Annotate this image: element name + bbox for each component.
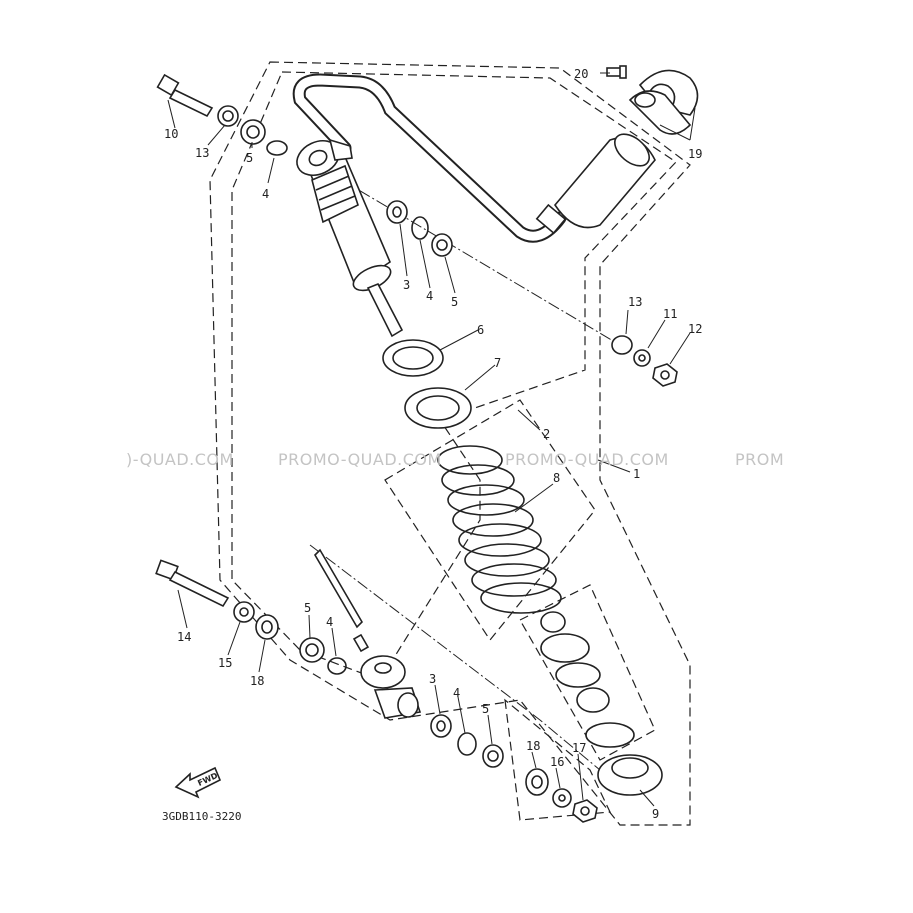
callout-1: 1 bbox=[633, 467, 640, 481]
callout-9: 9 bbox=[652, 807, 659, 821]
callout-12: 12 bbox=[688, 322, 702, 336]
lower-washer-right bbox=[552, 788, 572, 808]
callout-5-lower-right: 5 bbox=[482, 702, 489, 716]
lower-seal-right bbox=[482, 744, 504, 768]
lower-nut bbox=[572, 799, 598, 823]
adjuster-ring bbox=[382, 339, 444, 377]
callout-4-lower-left: 4 bbox=[326, 615, 333, 629]
leader-lines bbox=[167, 72, 696, 807]
coil-spring bbox=[437, 445, 562, 614]
lower-circlip-left bbox=[327, 657, 347, 675]
reservoir-hose-inner bbox=[294, 75, 565, 241]
callout-5-lower-left: 5 bbox=[304, 601, 311, 615]
callout-11: 11 bbox=[663, 307, 677, 321]
callout-14: 14 bbox=[177, 630, 191, 644]
callout-4-upper-right: 4 bbox=[426, 289, 433, 303]
upper-seal-right bbox=[431, 233, 453, 257]
callout-4-upper-left: 4 bbox=[262, 187, 269, 201]
assembly-outline-2 bbox=[231, 71, 677, 681]
lower-collar-right bbox=[525, 768, 549, 796]
upper-nut bbox=[652, 363, 678, 387]
spring-seat-stack bbox=[540, 611, 635, 748]
lower-bolt bbox=[155, 559, 230, 608]
clamp-bolt bbox=[606, 65, 627, 79]
callout-18-left: 18 bbox=[250, 674, 264, 688]
callout-16: 16 bbox=[550, 755, 564, 769]
callout-17: 17 bbox=[572, 741, 586, 755]
callout-3-lower: 3 bbox=[429, 672, 436, 686]
spring-outline bbox=[384, 399, 596, 642]
upper-circlip-right bbox=[411, 216, 429, 240]
fwd-arrow-icon: FWD bbox=[174, 766, 222, 799]
shock-absorber-body bbox=[296, 138, 404, 338]
callout-7: 7 bbox=[494, 356, 501, 370]
watermark-2: PROMO-QUAD.COM bbox=[278, 450, 442, 469]
callout-5-upper-right: 5 bbox=[451, 295, 458, 309]
reservoir-clamp bbox=[628, 69, 699, 135]
callout-5-upper-left: 5 bbox=[246, 151, 253, 165]
upper-collar-left bbox=[217, 105, 239, 127]
centre-line-upper bbox=[324, 169, 621, 346]
lower-hardware-outline bbox=[504, 698, 611, 821]
upper-seal-left bbox=[240, 119, 266, 145]
callout-2: 2 bbox=[543, 427, 550, 441]
callout-13-right: 13 bbox=[628, 295, 642, 309]
upper-bolt bbox=[156, 73, 214, 118]
locknut-ring bbox=[404, 387, 472, 429]
callout-15: 15 bbox=[218, 656, 232, 670]
upper-circlip-left bbox=[266, 140, 288, 156]
watermark-3: PROMO-QUAD.COM bbox=[505, 450, 669, 469]
lower-bushing bbox=[430, 714, 452, 738]
callout-20: 20 bbox=[574, 67, 588, 81]
lower-washer-left bbox=[233, 601, 255, 623]
lower-circlip-right bbox=[457, 732, 477, 756]
callout-19: 19 bbox=[688, 147, 702, 161]
lower-seal-left bbox=[299, 637, 325, 663]
upper-bushing bbox=[386, 200, 408, 224]
centre-line-lower bbox=[309, 544, 601, 771]
lower-collar-left bbox=[255, 614, 279, 640]
callout-3-upper: 3 bbox=[403, 278, 410, 292]
watermark-4: PROM bbox=[735, 450, 784, 469]
callout-13-upper: 13 bbox=[195, 146, 209, 160]
bottom-parts-outline bbox=[519, 584, 656, 761]
lower-clevis bbox=[360, 655, 422, 719]
lower-rod bbox=[313, 548, 370, 653]
callout-10: 10 bbox=[164, 127, 178, 141]
upper-washer bbox=[633, 349, 651, 367]
drawing-code: 3GDB110-3220 bbox=[162, 810, 241, 823]
bump-rubber bbox=[597, 754, 663, 796]
upper-collar-right bbox=[611, 335, 633, 355]
callout-8: 8 bbox=[553, 471, 560, 485]
callout-18-right: 18 bbox=[526, 739, 540, 753]
callout-6: 6 bbox=[477, 323, 484, 337]
watermark-1: )-QUAD.COM bbox=[126, 450, 234, 469]
callout-4-lower-right: 4 bbox=[453, 686, 460, 700]
reservoir-canister bbox=[535, 133, 656, 235]
